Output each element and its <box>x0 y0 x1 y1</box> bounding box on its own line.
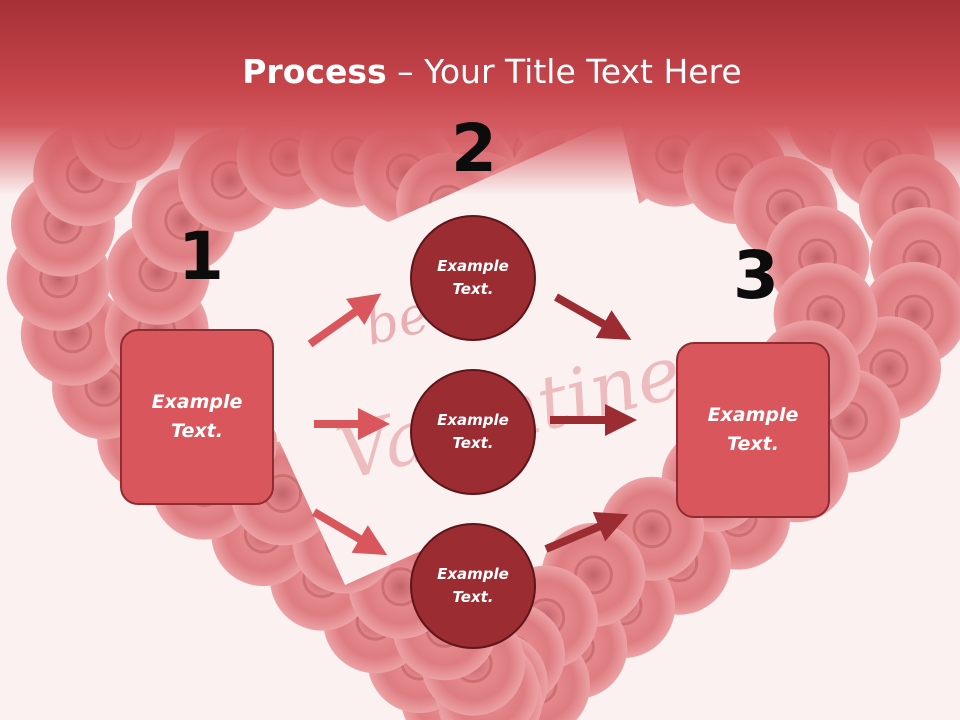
circle-middle-line1: Example <box>437 411 509 429</box>
arrow-up-right-1 <box>307 293 382 348</box>
rose-swirl <box>574 555 613 595</box>
slide-title: Process – Your Title Text Here <box>0 52 960 91</box>
left-box-line1: Example <box>151 391 243 413</box>
circle-bottom-line1: Example <box>437 565 509 583</box>
card-background <box>215 118 690 585</box>
rose-swirl <box>632 509 672 549</box>
right-box-line1: Example <box>707 404 799 426</box>
step-number-3: 3 <box>733 237 779 314</box>
title-rest: – Your Title Text Here <box>386 52 742 91</box>
title-bold: Process <box>242 52 387 91</box>
step-number-1: 1 <box>178 218 224 295</box>
circle-top-line2: Text. <box>452 280 494 298</box>
header-band <box>0 0 960 195</box>
circle-top-line1: Example <box>437 257 509 275</box>
circle-middle-line2: Text. <box>452 434 494 452</box>
arrow-down-right-1 <box>311 508 388 556</box>
step-number-2: 2 <box>451 110 497 187</box>
left-box-line2: Text. <box>171 420 223 442</box>
circle-bottom-line2: Text. <box>452 588 494 606</box>
arrow-down-right-2 <box>554 293 632 340</box>
rose-swirl <box>869 348 909 388</box>
right-box-line2: Text. <box>727 433 779 455</box>
arrow-up-right-2 <box>544 511 629 553</box>
